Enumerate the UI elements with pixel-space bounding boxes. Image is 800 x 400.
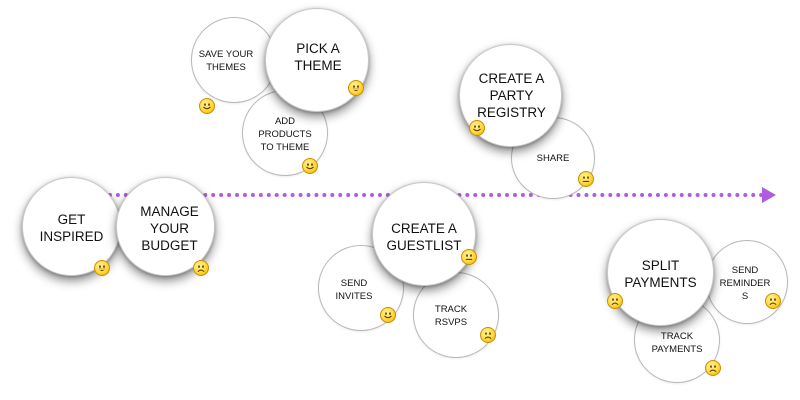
frown-emoji-icon — [765, 293, 781, 309]
bubble-get-inspired[interactable]: GET INSPIRED — [22, 177, 121, 276]
bubble-create-a-guestlist[interactable]: CREATE A GUESTLIST — [372, 182, 477, 286]
bubble-label: PICK A THEME — [294, 41, 342, 73]
bubble-label: TRACK RSVPs — [434, 304, 468, 328]
neutral-emoji-icon — [461, 249, 477, 265]
bubble-label: SPLIT PAYMENTS — [624, 258, 697, 290]
bubble-label: SAVE YOUR THEMES — [198, 49, 254, 73]
bubble-label: CREATE A PARTY REGISTRY — [477, 71, 546, 120]
smile-emoji-icon — [380, 307, 396, 323]
bubble-track-rsvps[interactable]: TRACK RSVPs — [413, 272, 499, 358]
neutral-emoji-icon — [578, 171, 594, 187]
smile-emoji-icon — [302, 158, 318, 174]
bubble-manage-your-budget[interactable]: MANAGE YOUR BUDGET — [116, 177, 215, 276]
bubble-label: MANAGE YOUR BUDGET — [140, 204, 199, 253]
bubble-label: SEND REMINDER S — [719, 265, 771, 302]
bubble-label: CREATE A GUESTLIST — [386, 221, 462, 253]
journey-arrow-head — [762, 187, 776, 203]
frown-emoji-icon — [705, 360, 721, 376]
bubble-label: TRACK PAYMENTS — [651, 331, 703, 355]
bubble-label: SHARE — [536, 153, 570, 164]
bubble-add-products-to-theme[interactable]: ADD PRODUCTS TO THEME — [242, 90, 328, 176]
bubble-pick-a-theme[interactable]: PICK A THEME — [265, 8, 369, 112]
grin-emoji-icon — [94, 260, 110, 276]
bubble-create-a-party-registry[interactable]: CREATE A PARTY REGISTRY — [459, 44, 562, 147]
frown-emoji-icon — [193, 260, 209, 276]
smile-emoji-icon — [469, 120, 485, 136]
bubble-label: SEND INVITES — [335, 278, 373, 302]
bubble-label: GET INSPIRED — [39, 212, 104, 244]
smile-emoji-icon — [199, 98, 215, 114]
grin-emoji-icon — [348, 80, 364, 96]
frown-emoji-icon — [480, 327, 496, 343]
bubble-save-your-themes[interactable]: SAVE YOUR THEMES — [191, 17, 277, 114]
frown-emoji-icon — [607, 293, 623, 309]
bubble-label: ADD PRODUCTS TO THEME — [258, 116, 312, 153]
bubble-send-reminders[interactable]: SEND REMINDER S — [706, 240, 788, 324]
bubble-split-payments[interactable]: SPLIT PAYMENTS — [607, 219, 714, 326]
